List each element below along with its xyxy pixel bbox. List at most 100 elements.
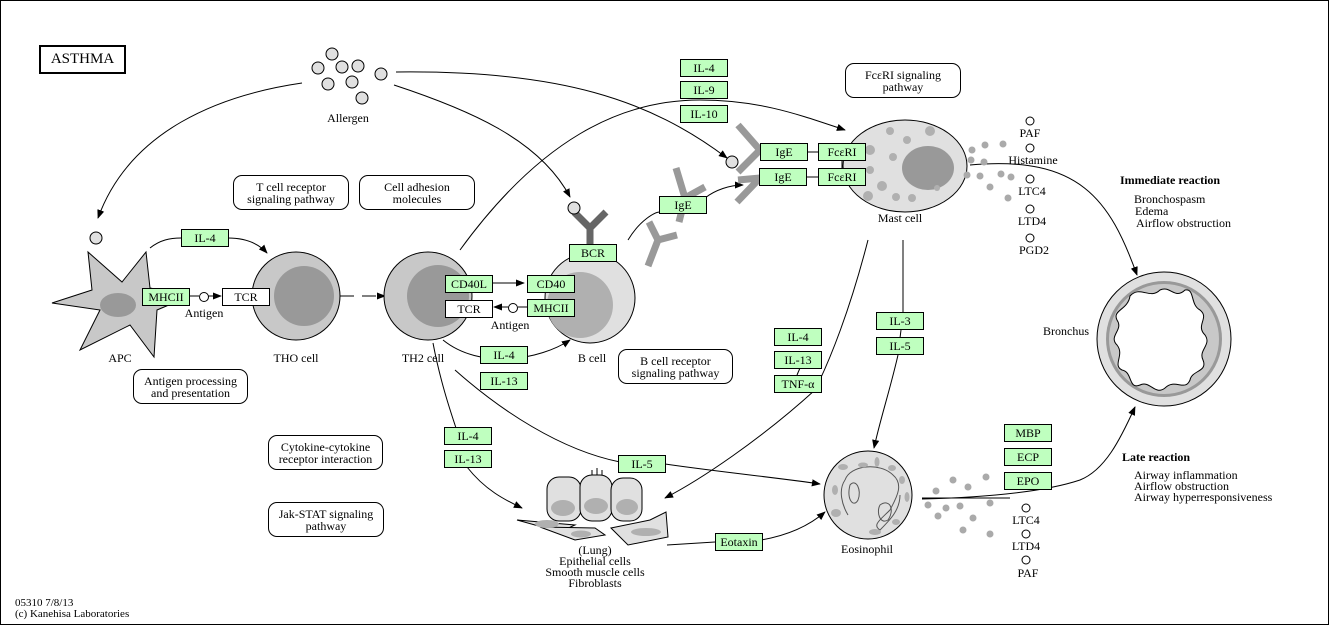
edge-ige-fce (704, 181, 744, 199)
gene-mhcii-b[interactable]: MHCII (527, 299, 575, 317)
apc-antigen-icon (199, 292, 209, 302)
edge-il3-il5 (899, 329, 902, 339)
mast-cell-label: Mast cell (877, 211, 923, 225)
gene-il5-th2-eos[interactable]: IL-5 (618, 455, 666, 473)
mediator-ltc4-mast[interactable]: LTC4 (1018, 184, 1046, 198)
mediator-pgd2[interactable]: PGD2 (1018, 243, 1050, 257)
immediate-reaction-heading: Immediate reaction (1120, 173, 1221, 187)
gene-fceri-2[interactable]: FcεRI (818, 168, 866, 186)
gene-ige-2[interactable]: IgE (759, 168, 807, 186)
map-cytokine-line1: Cytokine-cytokine (280, 439, 371, 454)
gene-il4-apc[interactable]: IL-4 (181, 229, 229, 247)
gene-fceri-1[interactable]: FcεRI (818, 143, 866, 161)
edge-bcell-ige (627, 211, 661, 241)
edge-allergen-ige (395, 71, 728, 159)
gene-il4-top[interactable]: IL-4 (680, 59, 728, 77)
mast-cell (842, 119, 968, 213)
map-cytokine-line2: receptor interaction (278, 451, 373, 466)
mediator-paf-eos[interactable]: PAF (1017, 566, 1039, 580)
map-fceri-line2: pathway (882, 79, 924, 94)
edge-apc-th0-il4b (227, 237, 268, 254)
gene-il13-mast[interactable]: IL-13 (774, 351, 822, 369)
gene-ige-free[interactable]: IgE (659, 196, 707, 214)
immediate-reaction-item: Edema (1135, 204, 1169, 218)
gene-il10[interactable]: IL-10 (680, 105, 728, 123)
gene-tnfa[interactable]: TNF-α (774, 375, 822, 393)
immediate-reaction-item: Bronchospasm (1134, 192, 1206, 206)
late-reaction-heading: Late reaction (1122, 450, 1191, 464)
footer: 05310 7/8/13 (c) Kanehisa Laboratories (15, 598, 129, 620)
edge-allergen-bcr (393, 84, 571, 198)
mediator-ltd4-eos[interactable]: LTD4 (1011, 539, 1041, 553)
gene-il9[interactable]: IL-9 (680, 81, 728, 99)
footer-id-date: 05310 7/8/13 (15, 597, 74, 609)
map-tcr-line1: T cell receptor (256, 179, 326, 194)
immediate-reaction-item: Airflow obstruction (1136, 216, 1231, 230)
map-antigen-line2: and presentation (151, 385, 230, 400)
footer-copyright: (c) Kanehisa Laboratories (15, 608, 130, 620)
bronchus (1096, 271, 1232, 407)
gene-il13-th2-b[interactable]: IL-13 (480, 372, 528, 390)
edge-apc-th0-il4 (149, 237, 182, 249)
edge-th2-lung (432, 342, 522, 508)
map-jakstat-line1: Jak-STAT signaling (278, 506, 374, 521)
b-antigen-icon (508, 303, 518, 313)
gene-tcr-th2[interactable]: TCR (445, 300, 493, 318)
mediator-paf-mast[interactable]: PAF (1019, 126, 1041, 140)
th0-cell-label: THO cell (273, 351, 319, 365)
mediator-histamine[interactable]: Histamine (1008, 153, 1058, 167)
late-reaction-item: Airway inflammation (1134, 468, 1238, 482)
gene-il4-th2-b[interactable]: IL-4 (480, 346, 528, 364)
gene-il4-mast[interactable]: IL-4 (774, 328, 822, 346)
diagram-title: ASTHMA (39, 45, 126, 74)
gene-cd40l[interactable]: CD40L (445, 275, 493, 293)
edge-eos-bronchus (921, 406, 1136, 500)
map-jakstat-line2: pathway (305, 518, 347, 533)
map-adhesion-line1: Cell adhesion (384, 179, 450, 194)
late-reaction-item: Airway hyperresponsiveness (1134, 490, 1273, 504)
gene-mbp[interactable]: MBP (1004, 424, 1052, 442)
gene-ecp[interactable]: ECP (1004, 448, 1052, 466)
lung-fibroblasts-label: Fibroblasts (568, 576, 622, 590)
late-reaction-item: Airflow obstruction (1134, 479, 1229, 493)
bronchus-label: Bronchus (1043, 324, 1089, 338)
lung-epithelial-label: Epithelial cells (559, 554, 631, 568)
gene-ige-1[interactable]: IgE (760, 143, 808, 161)
b-cell (544, 201, 636, 344)
edge-mast-eos (874, 240, 904, 448)
mediator-ltc4-eos[interactable]: LTC4 (1012, 513, 1040, 527)
apc-label: APC (108, 351, 132, 365)
gene-bcr[interactable]: BCR (569, 244, 617, 262)
lung-label: (Lung) (578, 543, 612, 557)
gene-epo[interactable]: EPO (1004, 472, 1052, 490)
apc-cell (51, 250, 192, 359)
gene-il4-th2-lung[interactable]: IL-4 (444, 427, 492, 445)
eos-mediator-circles (1021, 503, 1031, 565)
gene-tcr-th0[interactable]: TCR (222, 288, 270, 306)
gene-eotaxin[interactable]: Eotaxin (715, 533, 763, 551)
gene-cd40[interactable]: CD40 (527, 275, 575, 293)
allergen-label: Allergen (327, 111, 369, 125)
map-tcr-line2: signaling pathway (247, 191, 335, 206)
gene-il3[interactable]: IL-3 (876, 312, 924, 330)
mast-mediator-circles (1025, 116, 1035, 243)
gene-il13-th2-lung[interactable]: IL-13 (444, 450, 492, 468)
gene-il5-mast[interactable]: IL-5 (876, 337, 924, 355)
eos-granules-released (924, 473, 994, 538)
lung-cells (516, 468, 669, 546)
mast-granules-released (963, 140, 1015, 202)
gene-mhcii-apc[interactable]: MHCII (142, 288, 190, 306)
map-adhesion-line2: molecules (392, 191, 442, 206)
edge-th2-eos (454, 369, 820, 484)
th2-cell (383, 251, 473, 341)
edge-mast-bronchus (969, 163, 1138, 276)
mediator-ltd4-mast[interactable]: LTD4 (1017, 214, 1047, 228)
